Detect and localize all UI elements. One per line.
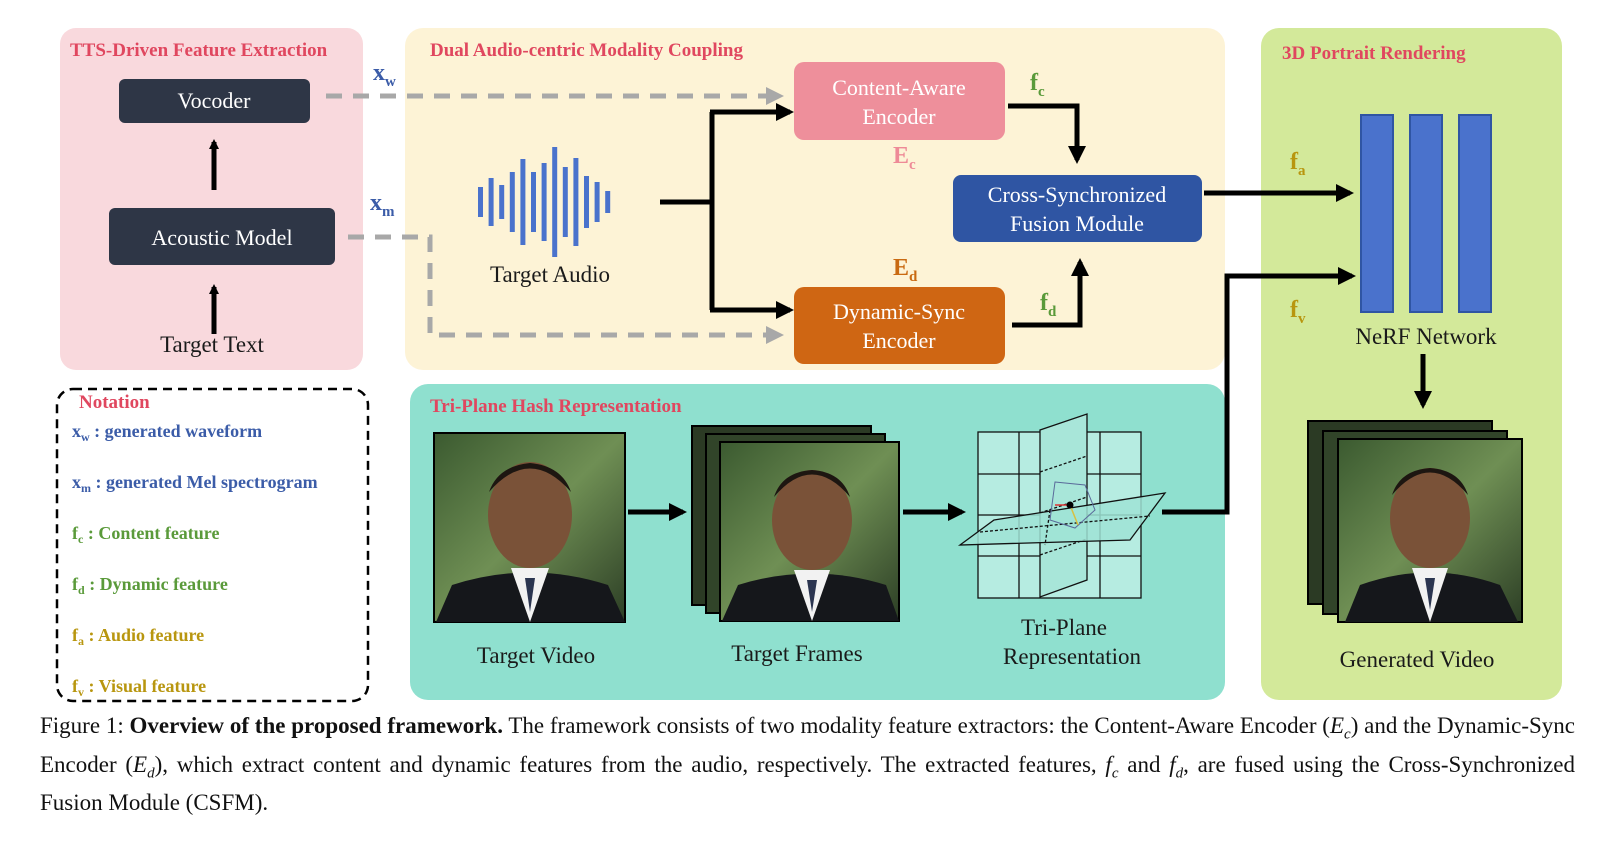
nerf-bar-3	[1458, 114, 1492, 313]
target-frames-label: Target Frames	[731, 641, 863, 666]
caption-text-1: The framework consists of two modality f…	[502, 713, 1330, 738]
notation-item: fv : Visual feature	[72, 676, 206, 699]
target-audio-label: Target Audio	[490, 262, 610, 287]
waveform-bar	[520, 159, 526, 245]
notation-item: fa : Audio feature	[72, 625, 204, 648]
generated-video-image	[1307, 420, 1523, 623]
nerf-bar-2	[1409, 114, 1443, 313]
caption-text-4: and	[1118, 751, 1170, 777]
fusion-module-box	[953, 175, 1202, 242]
content-encoder-label-2: Encoder	[862, 104, 936, 129]
waveform-bar	[573, 158, 579, 246]
target-text-label: Target Text	[160, 332, 264, 357]
waveform-bar	[509, 172, 515, 232]
vocoder-box	[119, 79, 310, 123]
notation-item: fd : Dynamic feature	[72, 574, 228, 597]
xm-symbol: xm	[370, 190, 395, 220]
waveform-bar	[594, 182, 600, 222]
caption-prefix: Figure 1:	[40, 713, 130, 738]
waveform-bar	[531, 172, 536, 232]
fv-arrow	[1162, 267, 1356, 515]
generated-video-label: Generated Video	[1340, 647, 1495, 672]
triplane-panel-title: Tri-Plane Hash Representation	[430, 396, 682, 417]
triplane-label-2: Representation	[1003, 644, 1141, 669]
nerf-bar-1	[1360, 114, 1394, 313]
notation-box	[55, 387, 370, 703]
fd-arrow	[1012, 258, 1089, 328]
tts-panel-title: TTS-Driven Feature Extraction	[70, 40, 328, 61]
acoustic-model-label: Acoustic Model	[151, 225, 292, 250]
waveform-icon	[478, 147, 611, 257]
dynamic-encoder-label-2: Encoder	[862, 328, 936, 353]
waveform-bar	[478, 187, 483, 217]
caption-bold: Overview of the proposed framework.	[129, 713, 503, 738]
fa-symbol: fa	[1290, 149, 1306, 179]
waveform-bar	[541, 163, 547, 241]
render-panel-title: 3D Portrait Rendering	[1282, 43, 1466, 64]
triplane-label-1: Tri-Plane	[1021, 615, 1107, 640]
fd-symbol: fd	[1040, 290, 1057, 320]
fv-symbol: fv	[1290, 297, 1306, 327]
content-encoder-label-1: Content-Aware	[832, 75, 966, 100]
waveform-bar	[605, 191, 611, 213]
caption-ec: Ec	[1329, 713, 1351, 743]
figure-caption: Figure 1: Overview of the proposed frame…	[40, 711, 1575, 817]
dual-panel-title: Dual Audio-centric Modality Coupling	[430, 40, 743, 61]
content-aware-encoder-box	[794, 62, 1005, 140]
waveform-bar	[584, 176, 589, 228]
caption-text-3: ), which extract content and dynamic fea…	[154, 751, 1106, 777]
xw-symbol: xw	[373, 60, 396, 90]
caption-text-5: , are fused using the Cross-Synchronized…	[40, 751, 1575, 816]
dynamic-sync-encoder-box	[794, 287, 1005, 364]
acoustic-model-box	[109, 208, 335, 265]
fusion-label-1: Cross-Synchronized	[988, 182, 1166, 207]
caption-fd: fd	[1169, 751, 1184, 782]
notation-item: xm : generated Mel spectrogram	[72, 472, 318, 495]
waveform-bar	[562, 167, 568, 237]
waveform-bar	[488, 178, 494, 226]
ec-symbol: Ec	[893, 143, 916, 173]
notation-item: fc : Content feature	[72, 523, 219, 546]
notation-title: Notation	[79, 392, 150, 413]
caption-text-2: ) and the Dynamic-Sync Encoder (	[40, 713, 1575, 777]
notation-item: xw : generated waveform	[72, 421, 262, 444]
vocoder-label: Vocoder	[178, 88, 252, 113]
waveform-bar	[552, 147, 558, 257]
waveform-bar	[499, 185, 505, 219]
ed-symbol: Ed	[893, 255, 918, 285]
xm-dashed-arrow	[348, 234, 784, 344]
fc-symbol: fc	[1030, 70, 1045, 100]
caption-ed: Ed	[133, 751, 155, 782]
target-video-image	[433, 432, 626, 623]
fusion-label-2: Fusion Module	[1010, 211, 1144, 236]
target-video-label: Target Video	[477, 643, 595, 668]
fc-arrow	[1008, 103, 1086, 164]
notation-list: xw : generated waveform xm : generated Me…	[72, 421, 318, 699]
caption-fc: fc	[1105, 751, 1119, 782]
nerf-network-label: NeRF Network	[1355, 324, 1497, 349]
dual-panel	[405, 28, 1225, 370]
triplane-icon	[957, 413, 1167, 599]
dynamic-encoder-label-1: Dynamic-Sync	[833, 299, 965, 324]
target-frames-image	[691, 425, 900, 622]
